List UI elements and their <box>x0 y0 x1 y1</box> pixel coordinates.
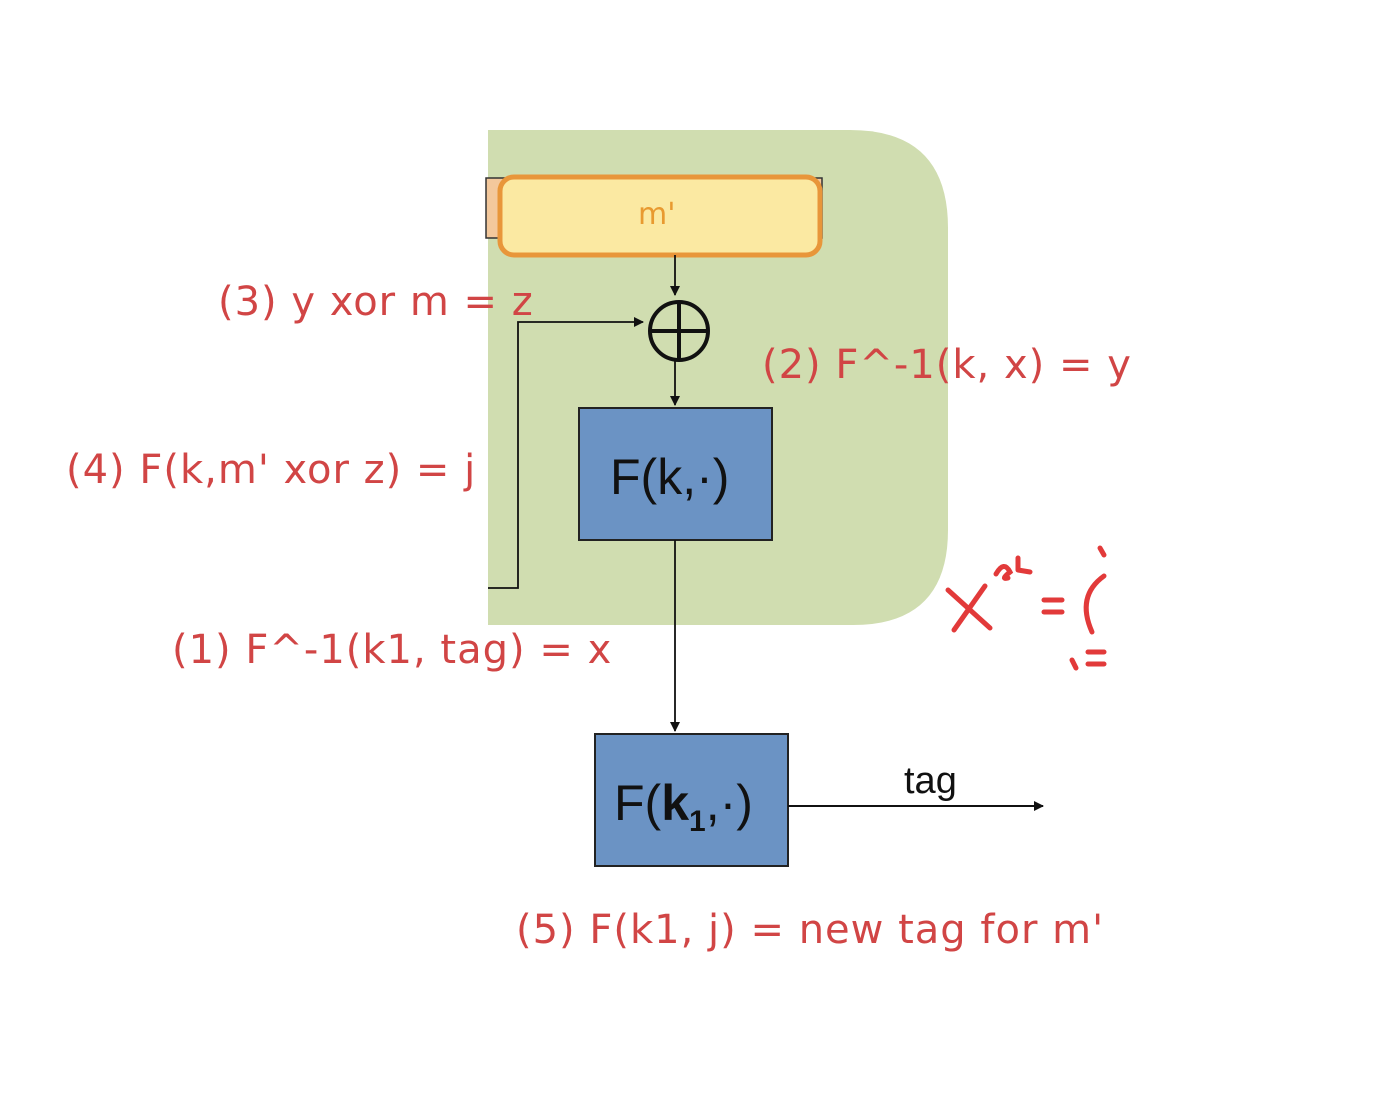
xor-icon <box>648 300 710 362</box>
annotation-step1: (1) F^-1(k1, tag) = x <box>172 627 613 673</box>
outer-block-suffix: ,·) <box>705 775 753 831</box>
scribble-fragment <box>945 545 1107 671</box>
outer-block-label: F(k1,·) <box>614 778 753 837</box>
annotation-step3: (3) y xor m = z <box>218 279 534 325</box>
message-block <box>497 174 823 258</box>
inner-block-label: F(k,·) <box>610 449 730 505</box>
output-tag-label: tag <box>904 760 957 802</box>
outer-block-prefix: F( <box>614 775 662 831</box>
annotation-step4: (4) F(k,m' xor z) = j <box>66 447 477 493</box>
outer-block-subscript: 1 <box>689 805 706 838</box>
feedback-arrow <box>488 317 644 589</box>
block-f-k <box>578 407 773 541</box>
annotation-step2: (2) F^-1(k, x) = y <box>762 342 1132 388</box>
outer-block-key: k <box>661 775 690 831</box>
block-f-k1 <box>594 733 789 867</box>
message-label: m' <box>638 197 676 232</box>
annotation-step5: (5) F(k1, j) = new tag for m' <box>516 907 1105 953</box>
